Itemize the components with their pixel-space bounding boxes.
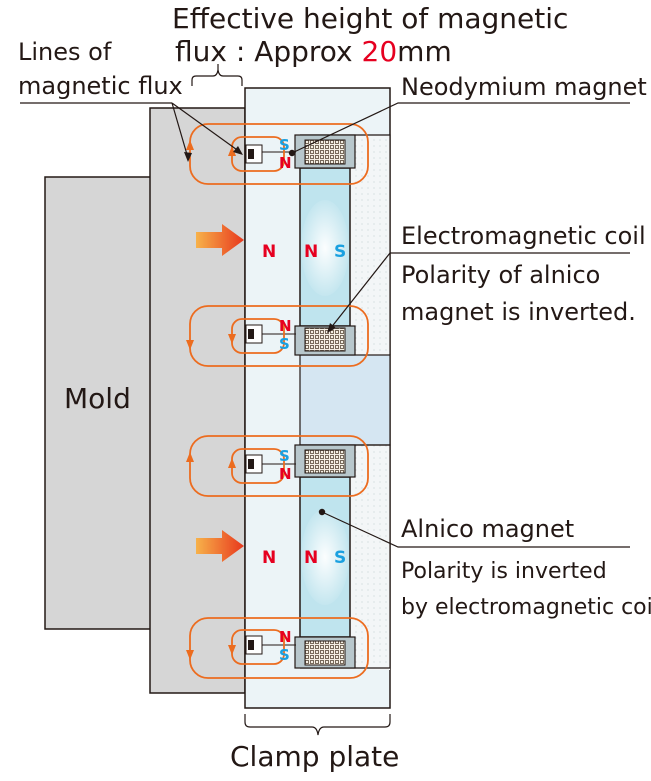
neodymium-block-3 — [245, 454, 296, 474]
flux-arrow-icon — [228, 645, 236, 655]
pole-label-s: S — [279, 136, 290, 154]
electromagnetic-coil-4 — [304, 640, 346, 666]
alnico-note-line1: Polarity is inverted — [401, 559, 607, 584]
pole-label-s: S — [279, 335, 290, 353]
pointer-arrow-icon — [327, 323, 336, 333]
pole-label-n: N — [262, 242, 276, 262]
lines-of-flux-label-line2: magnetic flux — [18, 72, 183, 100]
flux-arrow-icon — [228, 458, 236, 468]
pole-label-s: S — [334, 548, 346, 568]
pole-label-s: S — [279, 646, 290, 664]
attraction-arrow-icon — [196, 224, 244, 256]
flux-loops-2 — [186, 305, 369, 367]
mold-label: Mold — [64, 382, 131, 415]
pole-label-s: S — [279, 447, 290, 465]
pointer-arrow-icon — [184, 152, 192, 162]
flux-arrow-icon — [228, 146, 236, 156]
electromagnetic-coil-2 — [304, 327, 346, 352]
pole-label-n: N — [279, 628, 292, 646]
pole-label-n: N — [279, 465, 292, 483]
flux-loops-3 — [186, 435, 369, 497]
effective-height-bracket — [191, 69, 243, 86]
flux-arrow-icon — [186, 340, 194, 350]
clamp-plate-gap — [299, 354, 391, 446]
coil-housing-4 — [294, 636, 356, 669]
coil-housing-2 — [294, 325, 356, 356]
coil-note-line1: Polarity of alnico — [401, 261, 600, 289]
pointer-arrow-icon — [233, 146, 243, 155]
effective-height-label-line2: flux : Approx 20mm — [175, 35, 452, 68]
mold-plate — [149, 107, 246, 694]
neodymium-magnet-label: Neodymium magnet — [401, 73, 647, 101]
coil-housing-1 — [294, 134, 356, 169]
coil-housing-3 — [294, 444, 356, 478]
neodymium-block-4 — [245, 635, 296, 655]
alnico-magnet-label: Alnico magnet — [401, 515, 574, 543]
pole-label-n: N — [279, 154, 292, 172]
electromagnetic-coil-label: Electromagnetic coil — [401, 222, 646, 250]
pole-label-n: N — [262, 548, 276, 568]
attraction-arrow-icon — [196, 530, 244, 562]
pole-label-n: N — [304, 548, 318, 568]
flux-arrow-icon — [228, 334, 236, 344]
clamp-plate-label: Clamp plate — [230, 740, 399, 773]
pole-label-s: S — [334, 242, 346, 262]
coil-note-line2: magnet is inverted. — [401, 298, 636, 326]
clamp-plate-bracket — [244, 714, 391, 736]
flux-arrow-icon — [186, 650, 194, 660]
pole-label-n: N — [279, 317, 292, 335]
neodymium-block-2 — [245, 324, 296, 344]
electromagnetic-coil-3 — [304, 449, 346, 474]
flux-arrow-icon — [186, 452, 194, 462]
lines-of-flux-label: Lines of — [18, 38, 112, 66]
flux-arrow-icon — [186, 140, 194, 150]
effective-height-value: 20 — [362, 35, 398, 68]
leader-dot-icon — [318, 508, 326, 516]
effective-height-label: Effective height of magnetic — [172, 2, 568, 35]
flux-loops-4 — [186, 617, 369, 679]
pole-label-n: N — [304, 242, 318, 262]
mold-block — [44, 176, 156, 630]
leader-dot-icon — [288, 149, 296, 157]
alnico-note-line2: by electromagnetic coil — [401, 595, 651, 620]
